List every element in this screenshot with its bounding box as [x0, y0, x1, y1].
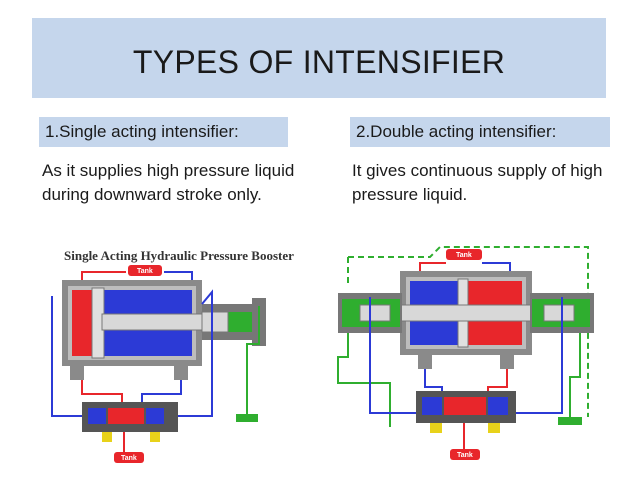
single-acting-heading: 1.Single acting intensifier:: [39, 117, 288, 147]
slide-title: TYPES OF INTENSIFIER: [132, 44, 506, 80]
tank-label-top-left: Tank: [137, 268, 153, 275]
tank-label-bottom-right: Tank: [457, 452, 473, 459]
tank-top-right: [446, 249, 482, 260]
tank-label-bottom-left: Tank: [121, 455, 137, 462]
tank-label-top-right: Tank: [456, 252, 472, 259]
tank-top-left: [128, 265, 162, 276]
tank-bottom-right: [450, 449, 480, 460]
double-acting-diagram: Tank: [330, 237, 608, 470]
single-acting-caption: Single Acting Hydraulic Pressure Booster: [64, 248, 294, 263]
double-acting-heading: 2.Double acting intensifier:: [350, 117, 610, 147]
tank-bottom-left: [114, 452, 144, 463]
title-band: TYPES OF INTENSIFIER: [32, 18, 606, 98]
double-acting-description: It gives continuous supply of high press…: [352, 161, 603, 204]
red-chamber: [72, 290, 92, 356]
single-acting-diagram: Single Acting Hydraulic Pressure Booster…: [42, 244, 304, 470]
piston-rod: [101, 313, 203, 331]
single-acting-description: As it supplies high pressure liquid duri…: [42, 161, 295, 204]
